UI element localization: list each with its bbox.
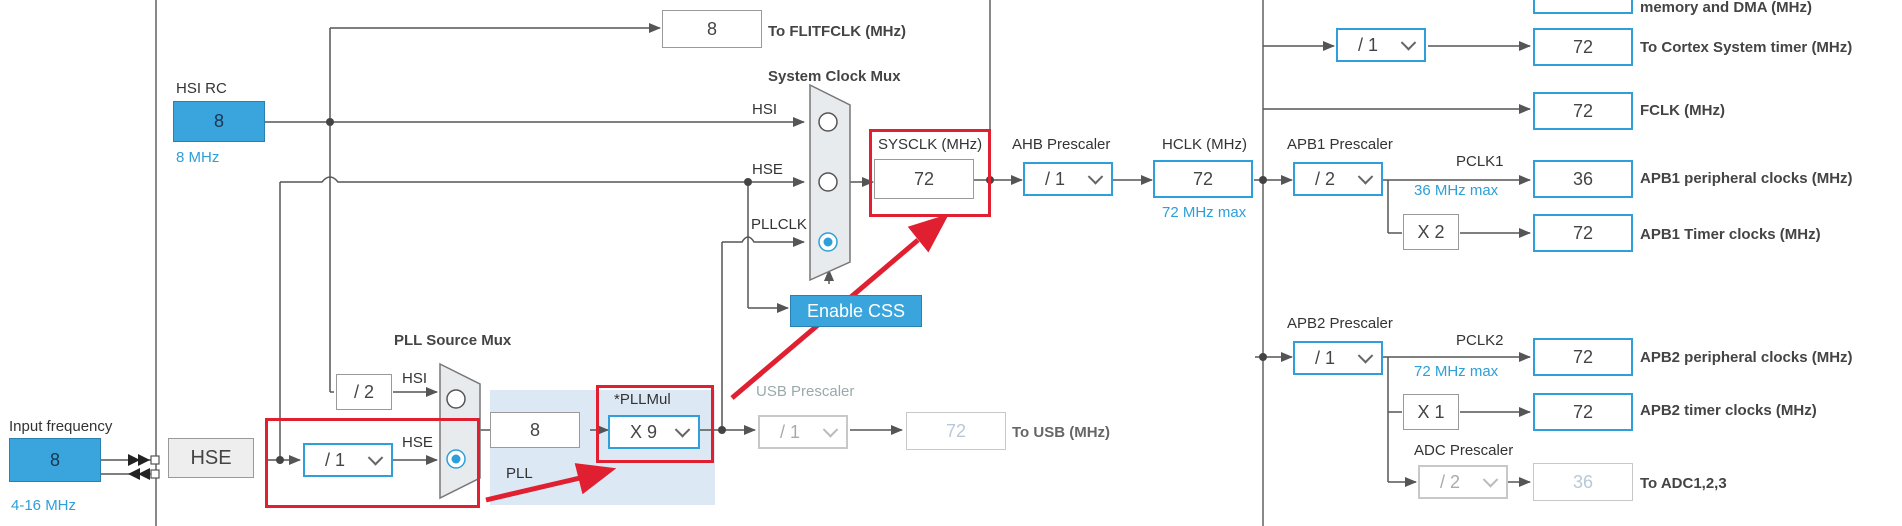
pclk1-label: PCLK1 xyxy=(1456,153,1504,170)
fclk-label: FCLK (MHz) xyxy=(1640,102,1725,119)
pll-source-hse-label: HSE xyxy=(402,434,433,451)
apb1-prescaler-select[interactable]: / 2 xyxy=(1293,162,1383,196)
apb2-timer-mult: X 1 xyxy=(1403,394,1459,430)
chevron-down-icon xyxy=(822,422,839,438)
apb2-label: APB2 Prescaler xyxy=(1287,315,1393,332)
pll-source-hsi-label: HSI xyxy=(402,370,428,387)
sysmux-hse-radio[interactable] xyxy=(818,172,838,192)
input-frequency-value[interactable]: 8 xyxy=(9,438,101,482)
apb2-periph-value: 72 xyxy=(1533,338,1633,376)
ahb-prescaler-value: / 1 xyxy=(1045,168,1066,189)
adc-label: To ADC1,2,3 xyxy=(1640,475,1727,492)
memory-dma-label: memory and DMA (MHz) xyxy=(1640,0,1812,16)
fclk-value: 72 xyxy=(1533,92,1633,130)
chevron-down-icon xyxy=(1357,169,1374,185)
hse-block: HSE xyxy=(168,438,254,478)
cortex-prescaler-select[interactable]: / 1 xyxy=(1336,28,1426,62)
cortex-timer-label: To Cortex System timer (MHz) xyxy=(1640,39,1853,56)
adc-prescaler-label: ADC Prescaler xyxy=(1414,442,1514,459)
hclk-max: 72 MHz max xyxy=(1162,204,1247,221)
apb2-timer-value: 72 xyxy=(1533,393,1633,431)
hsi-title: HSI RC xyxy=(176,80,227,97)
adc-prescaler-value: / 2 xyxy=(1440,471,1461,492)
apb2-prescaler-value: / 1 xyxy=(1315,347,1336,368)
apb1-max: 36 MHz max xyxy=(1414,182,1499,199)
hse-prediv-highlight xyxy=(265,418,480,508)
cortex-prescaler-value: / 1 xyxy=(1358,34,1379,55)
sysmux-hse-label: HSE xyxy=(752,161,783,178)
sysmux-pllclk-label: PLLCLK xyxy=(751,216,807,233)
apb1-prescaler-value: / 2 xyxy=(1315,168,1336,189)
pllmul-highlight xyxy=(596,385,714,463)
chevron-down-icon xyxy=(1482,472,1499,488)
chevron-down-icon xyxy=(1400,35,1417,51)
hse-prediv-value: / 1 xyxy=(325,449,346,470)
apb2-prescaler-select[interactable]: / 1 xyxy=(1293,341,1383,375)
pll-source-title: PLL Source Mux xyxy=(394,332,512,349)
apb1-timer-value: 72 xyxy=(1533,214,1633,252)
pll-source-hsi-radio[interactable] xyxy=(446,389,466,409)
hclk-value: 72 xyxy=(1153,160,1253,198)
pclk2-label: PCLK2 xyxy=(1456,332,1504,349)
input-frequency-label: Input frequency xyxy=(9,418,113,435)
apb2-periph-label: APB2 peripheral clocks (MHz) xyxy=(1640,349,1853,366)
apb2-timer-label: APB2 timer clocks (MHz) xyxy=(1640,402,1817,419)
sysmux-hsi-label: HSI xyxy=(752,101,778,118)
apb1-periph-value: 36 xyxy=(1533,160,1633,198)
sysmux-title: System Clock Mux xyxy=(768,68,901,85)
enable-css-button[interactable]: Enable CSS xyxy=(790,295,922,327)
usb-prescaler-select[interactable]: / 1 xyxy=(758,415,848,449)
ahb-prescaler-select[interactable]: / 1 xyxy=(1023,162,1113,196)
cortex-timer-value: 72 xyxy=(1533,28,1633,66)
sysclk-label: SYSCLK (MHz) xyxy=(878,136,983,153)
hse-prediv-select[interactable]: / 1 xyxy=(303,443,393,477)
adc-value: 36 xyxy=(1533,463,1633,501)
usb-prescaler-value: / 1 xyxy=(780,421,801,442)
adc-prescaler-select[interactable]: / 2 xyxy=(1418,465,1508,499)
pll-label: PLL xyxy=(506,465,533,482)
apb1-timer-mult: X 2 xyxy=(1403,214,1459,250)
apb2-max: 72 MHz max xyxy=(1414,363,1499,380)
pllmul-label: *PLLMul xyxy=(614,391,671,408)
memory-dma-value xyxy=(1533,0,1633,14)
apb1-label: APB1 Prescaler xyxy=(1287,136,1393,153)
pll-source-hsi-div: / 2 xyxy=(336,374,392,410)
sysmux-hsi-radio[interactable] xyxy=(818,112,838,132)
hsi-freq: 8 MHz xyxy=(176,149,220,166)
pllmul-select[interactable]: X 9 xyxy=(608,415,700,449)
hsi-value: 8 xyxy=(173,101,265,142)
chevron-down-icon xyxy=(1357,348,1374,364)
pll-input-value: 8 xyxy=(490,412,580,448)
apb1-periph-label: APB1 peripheral clocks (MHz) xyxy=(1640,170,1853,187)
flitfclk-label: To FLITFCLK (MHz) xyxy=(768,23,907,40)
sysclk-highlight xyxy=(869,129,991,217)
usb-value: 72 xyxy=(906,412,1006,450)
input-frequency-range: 4-16 MHz xyxy=(11,497,77,514)
apb1-timer-label: APB1 Timer clocks (MHz) xyxy=(1640,226,1821,243)
flitfclk-value: 8 xyxy=(662,10,762,48)
usb-label: To USB (MHz) xyxy=(1012,424,1111,441)
usb-prescaler-label: USB Prescaler xyxy=(756,383,855,400)
hclk-label: HCLK (MHz) xyxy=(1162,136,1247,153)
ahb-label: AHB Prescaler xyxy=(1012,136,1111,153)
chevron-down-icon xyxy=(1087,169,1104,185)
pllmul-value: X 9 xyxy=(630,421,658,442)
sysclk-value: 72 xyxy=(874,159,974,199)
